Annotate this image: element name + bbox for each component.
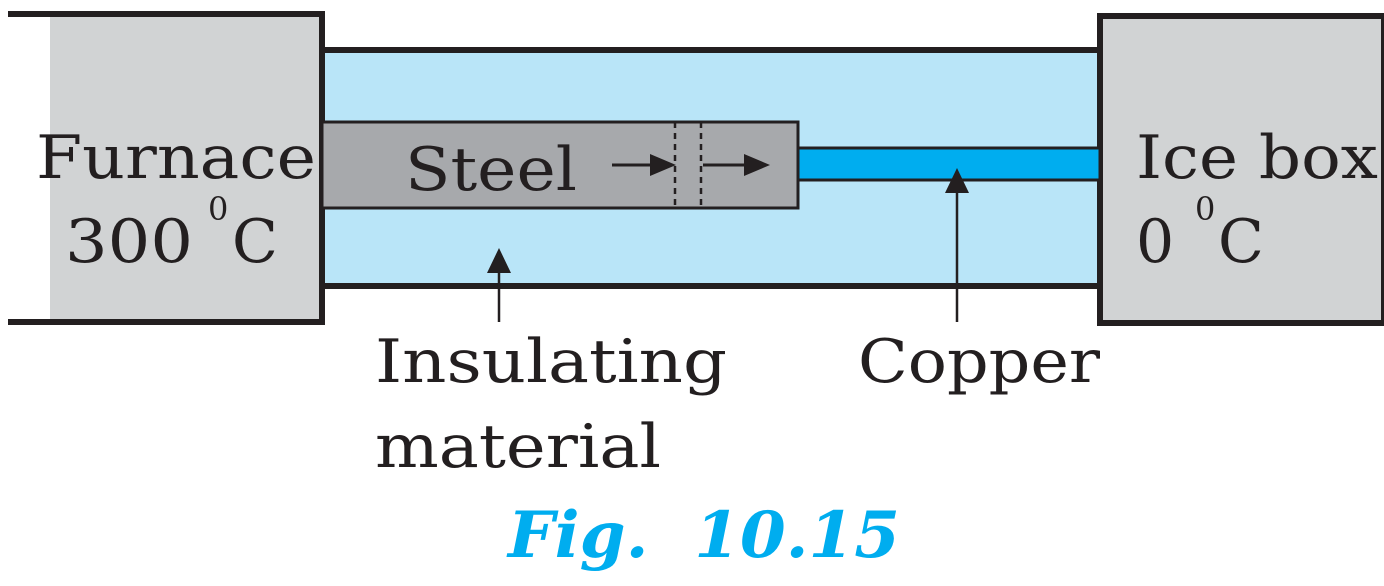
- furnace-temperature-degree: 0: [208, 190, 228, 228]
- furnace-name: Furnace: [36, 123, 316, 193]
- ice-box-temperature-degree: 0: [1195, 190, 1215, 228]
- steel-label: Steel: [405, 135, 577, 205]
- insulation-pointer-head: [487, 248, 511, 273]
- ice-box-temperature-unit: C: [1218, 207, 1264, 277]
- heat-flow-arrow-2-head: [744, 154, 770, 176]
- heat-flow-arrow-1-head: [650, 154, 676, 176]
- furnace-temperature-unit: C: [232, 207, 278, 277]
- copper-pointer-head: [945, 168, 969, 193]
- insulation-label-line1: Insulating: [375, 327, 727, 397]
- copper-rod: [796, 146, 1102, 182]
- ice-box: [1097, 13, 1384, 326]
- ice-box-name: Ice box: [1136, 123, 1378, 193]
- ice-box-temperature-value: 0: [1136, 207, 1174, 277]
- furnace-temperature-value: 300: [65, 207, 193, 277]
- figure-caption: Fig. 10.15: [506, 498, 900, 573]
- copper-label: Copper: [858, 327, 1100, 397]
- insulation-label-line2: material: [375, 412, 661, 482]
- furnace-box: [50, 14, 322, 322]
